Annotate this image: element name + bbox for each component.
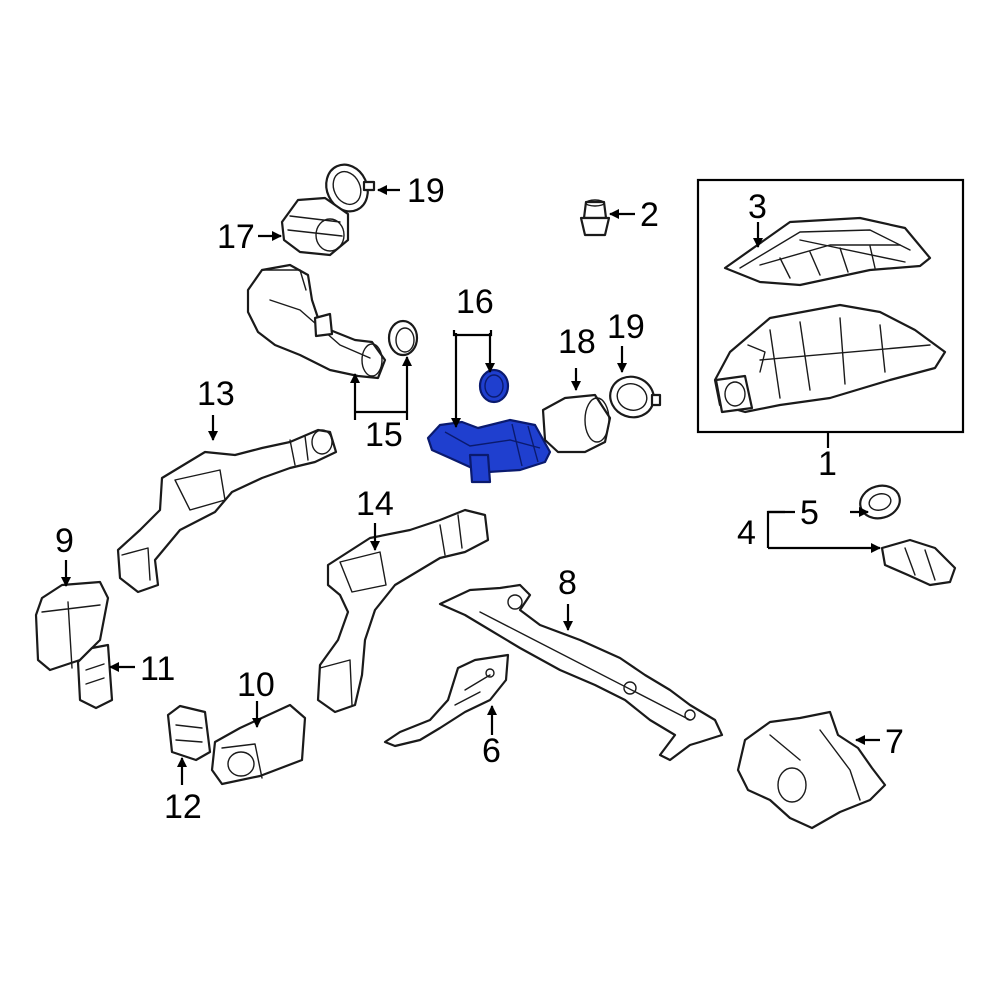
- callout-13: 13: [197, 375, 235, 413]
- callout-7: 7: [885, 723, 904, 761]
- part-10-duct-end[interactable]: [210, 703, 307, 786]
- part-2-grommet[interactable]: [579, 199, 611, 237]
- callout-15: 15: [365, 416, 403, 454]
- callout-17: 17: [217, 218, 255, 256]
- callout-18: 18: [558, 323, 596, 361]
- callout-11: 11: [140, 650, 175, 688]
- callout-2: 2: [640, 196, 659, 234]
- part-5-grommet-seal[interactable]: [857, 481, 904, 522]
- part-15-resonator-duct[interactable]: [246, 263, 387, 380]
- callout-19-right: 19: [607, 308, 645, 346]
- callout-5: 5: [800, 494, 819, 532]
- callout-16: 16: [456, 283, 494, 321]
- part-19-clamp-right[interactable]: [604, 371, 662, 424]
- callout-19-top: 19: [407, 172, 445, 210]
- part-13-air-duct[interactable]: [116, 428, 338, 594]
- part-17-seal[interactable]: [280, 196, 350, 257]
- callout-10: 10: [237, 666, 275, 704]
- part-19-clamp-top[interactable]: [319, 158, 376, 218]
- callout-3: 3: [748, 188, 767, 226]
- part-14-air-duct[interactable]: [316, 508, 490, 714]
- part-11-clip[interactable]: [76, 643, 114, 710]
- callout-labels: 19 17 2 3 1 16 15 18 19 13 14 5 4 8 9 11…: [55, 172, 904, 826]
- callout-8: 8: [558, 564, 577, 602]
- part-1-air-cleaner-housing[interactable]: [713, 303, 947, 414]
- callout-12: 12: [164, 788, 202, 826]
- callout-9: 9: [55, 522, 74, 560]
- part-15-clamp-ring[interactable]: [387, 319, 419, 357]
- callout-4: 4: [737, 514, 756, 552]
- assembly-box-1: [696, 178, 965, 434]
- part-7-heat-shield[interactable]: [736, 710, 887, 830]
- callout-6: 6: [482, 732, 501, 770]
- part-8-support-bracket[interactable]: [438, 583, 724, 762]
- part-4-sensor[interactable]: [880, 538, 957, 587]
- part-16-intake-hose[interactable]: [426, 368, 552, 484]
- part-6-bracket[interactable]: [383, 653, 510, 748]
- callout-14: 14: [356, 485, 394, 523]
- callout-1: 1: [818, 445, 837, 483]
- part-12-clip[interactable]: [166, 704, 212, 762]
- part-3-air-cleaner-cover[interactable]: [723, 216, 932, 287]
- part-18-air-boot[interactable]: [541, 393, 612, 454]
- leader-lines: [61, 185, 881, 785]
